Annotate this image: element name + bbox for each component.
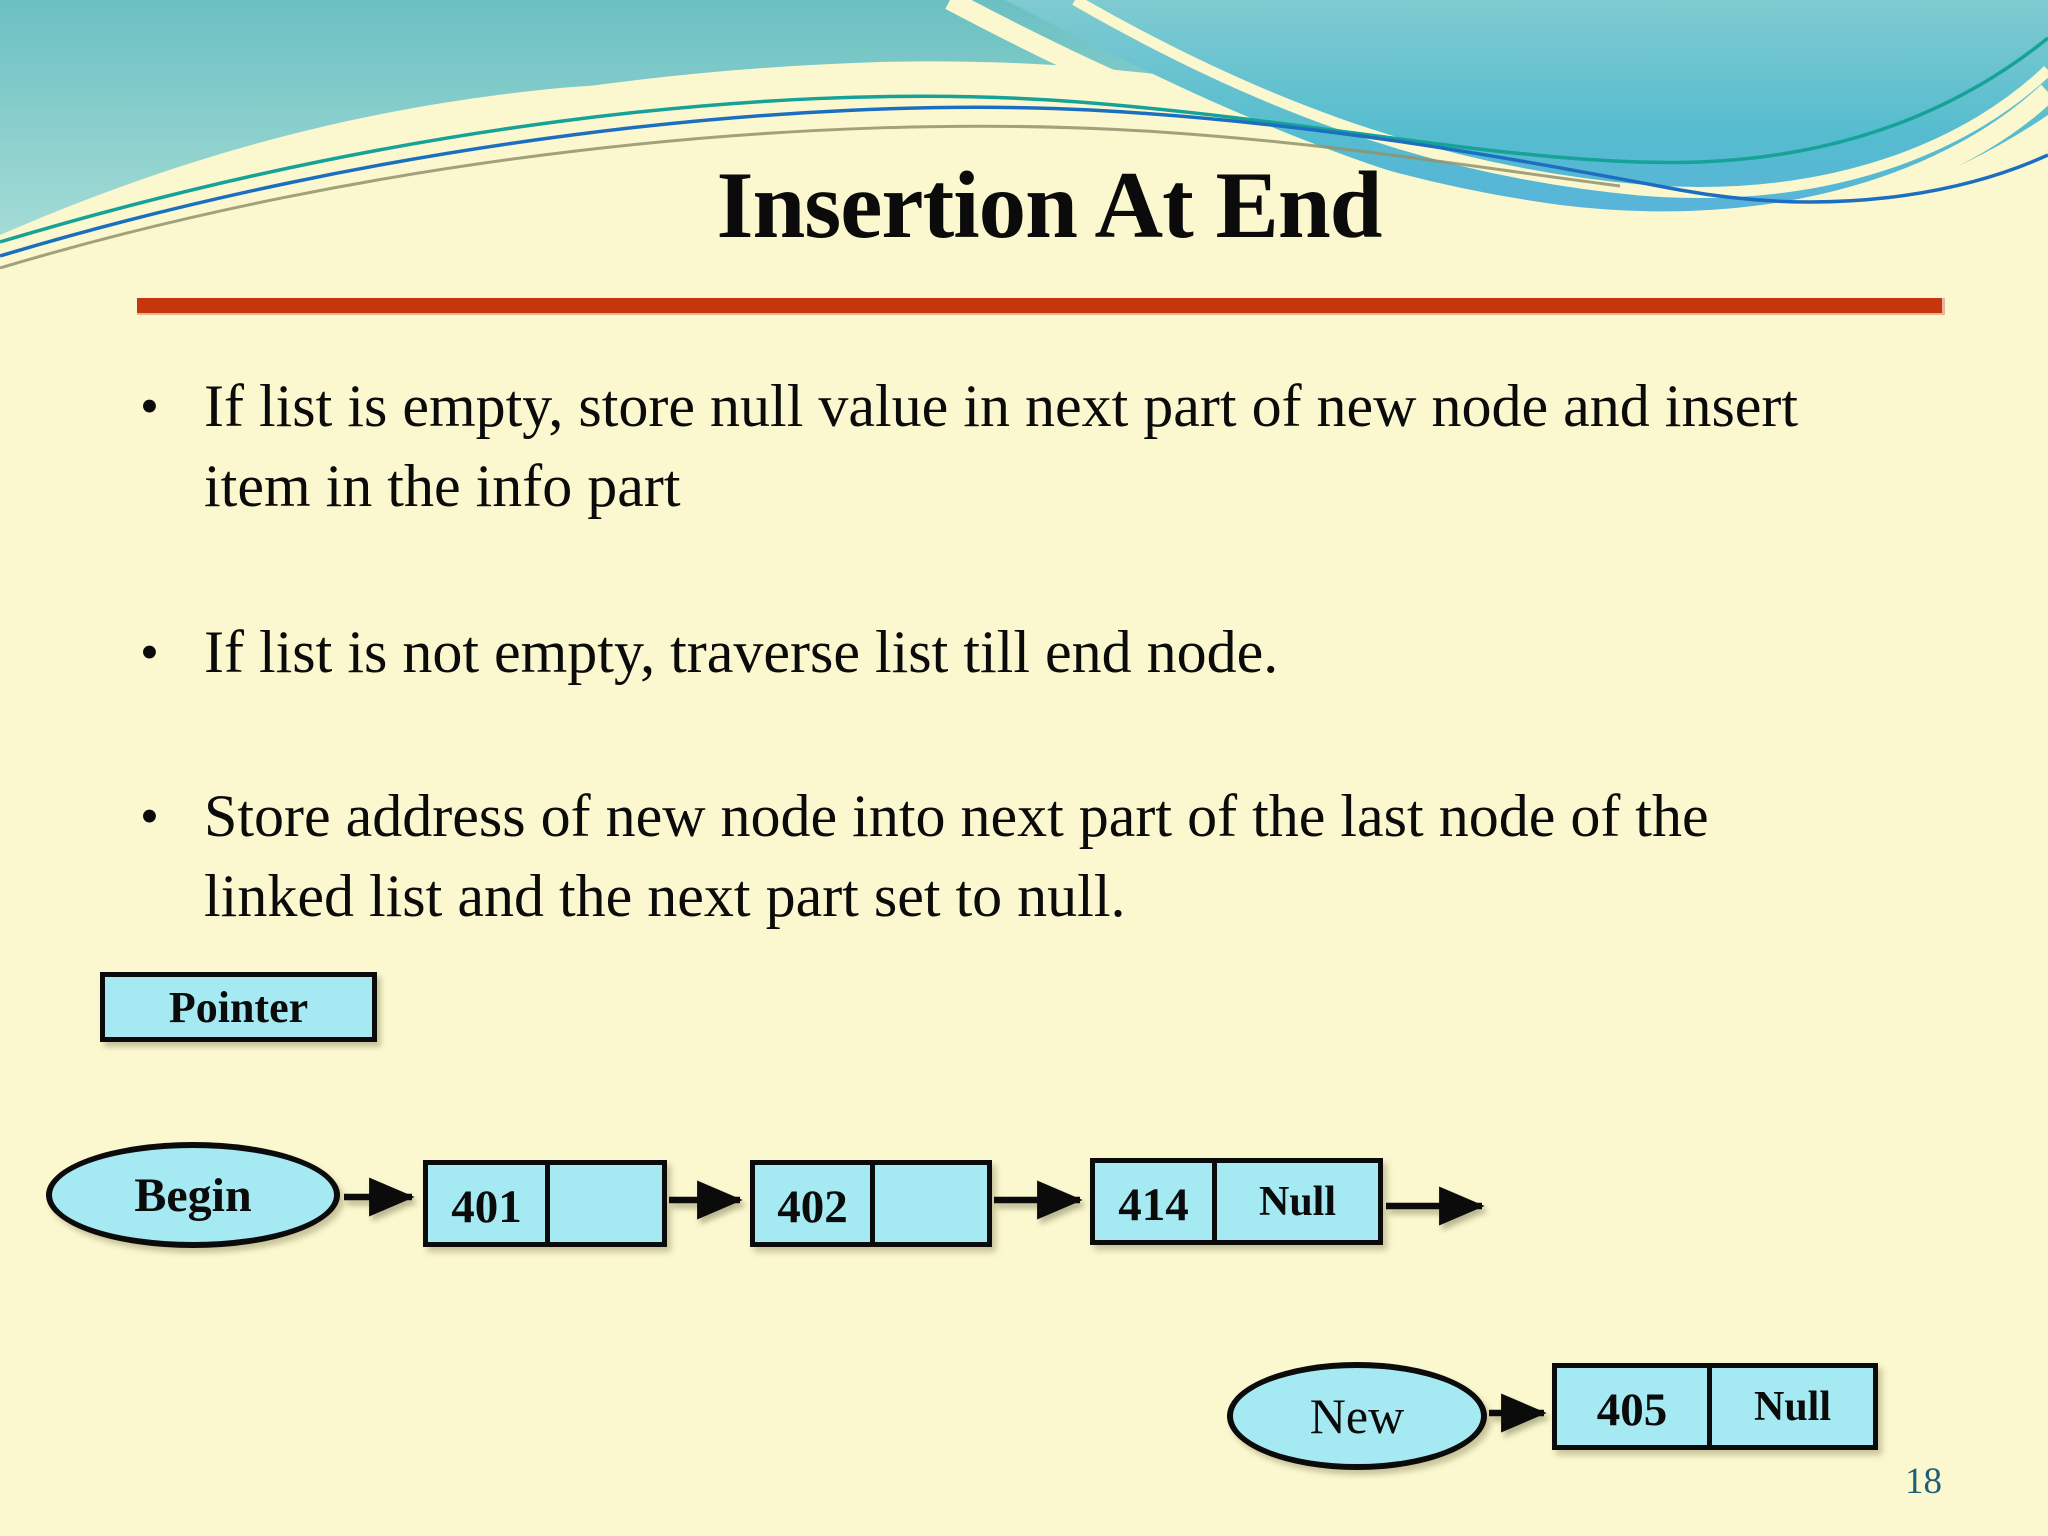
- begin-ellipse: Begin: [46, 1142, 340, 1248]
- list-node-402: 402: [750, 1160, 992, 1247]
- bullet-icon: •: [140, 622, 159, 682]
- pointer-box: Pointer: [100, 972, 377, 1042]
- wave-cream-dome: [0, 61, 2048, 340]
- bullet-line: linked list and the next part set to nul…: [204, 863, 1126, 929]
- new-node-405: 405 Null: [1552, 1363, 1878, 1450]
- node-info-cell: 401: [428, 1165, 550, 1242]
- pointer-label: Pointer: [168, 982, 309, 1032]
- node-info-cell: 414: [1095, 1163, 1217, 1240]
- node-info-cell: 405: [1557, 1368, 1712, 1445]
- bullet-icon: •: [140, 786, 159, 846]
- wave-stripe-1: [945, 0, 2048, 232]
- bullet-line: If list is empty, store null value in ne…: [204, 373, 1799, 439]
- list-item: • If list is not empty, traverse list ti…: [140, 612, 2000, 692]
- wave-stripe-2: [1072, 0, 2048, 198]
- bullet-text: Store address of new node into next part…: [204, 776, 1709, 936]
- wave-line-green: [0, 36, 2048, 244]
- node-next-cell: Null: [1753, 1383, 1832, 1430]
- list-item: • If list is empty, store null value in …: [140, 366, 2000, 526]
- list-node-414: 414 Null: [1090, 1158, 1383, 1245]
- wave-right-band: [1005, 0, 2048, 228]
- list-item: • Store address of new node into next pa…: [140, 776, 2000, 936]
- wave-line-blue: [0, 105, 2048, 258]
- page-number: 18: [1905, 1461, 1942, 1502]
- node-info-cell: 402: [755, 1165, 875, 1242]
- wave-decoration: [0, 0, 2048, 340]
- bullet-text: If list is not empty, traverse list till…: [204, 612, 1278, 692]
- bullet-line: If list is not empty, traverse list till…: [204, 619, 1279, 685]
- node-next-cell: Null: [1258, 1178, 1337, 1225]
- new-ellipse: New: [1227, 1362, 1487, 1470]
- bullet-line: Store address of new node into next part…: [204, 783, 1709, 849]
- title-underline: [137, 298, 1945, 315]
- bullet-line: item in the info part: [204, 453, 681, 519]
- bullet-icon: •: [140, 376, 159, 436]
- wave-line-olive: [0, 124, 1621, 270]
- bullet-text: If list is empty, store null value in ne…: [204, 366, 1798, 526]
- page-title: Insertion At End: [716, 152, 1382, 258]
- list-node-401: 401: [423, 1160, 667, 1247]
- begin-label: Begin: [134, 1168, 252, 1222]
- new-label: New: [1309, 1388, 1405, 1444]
